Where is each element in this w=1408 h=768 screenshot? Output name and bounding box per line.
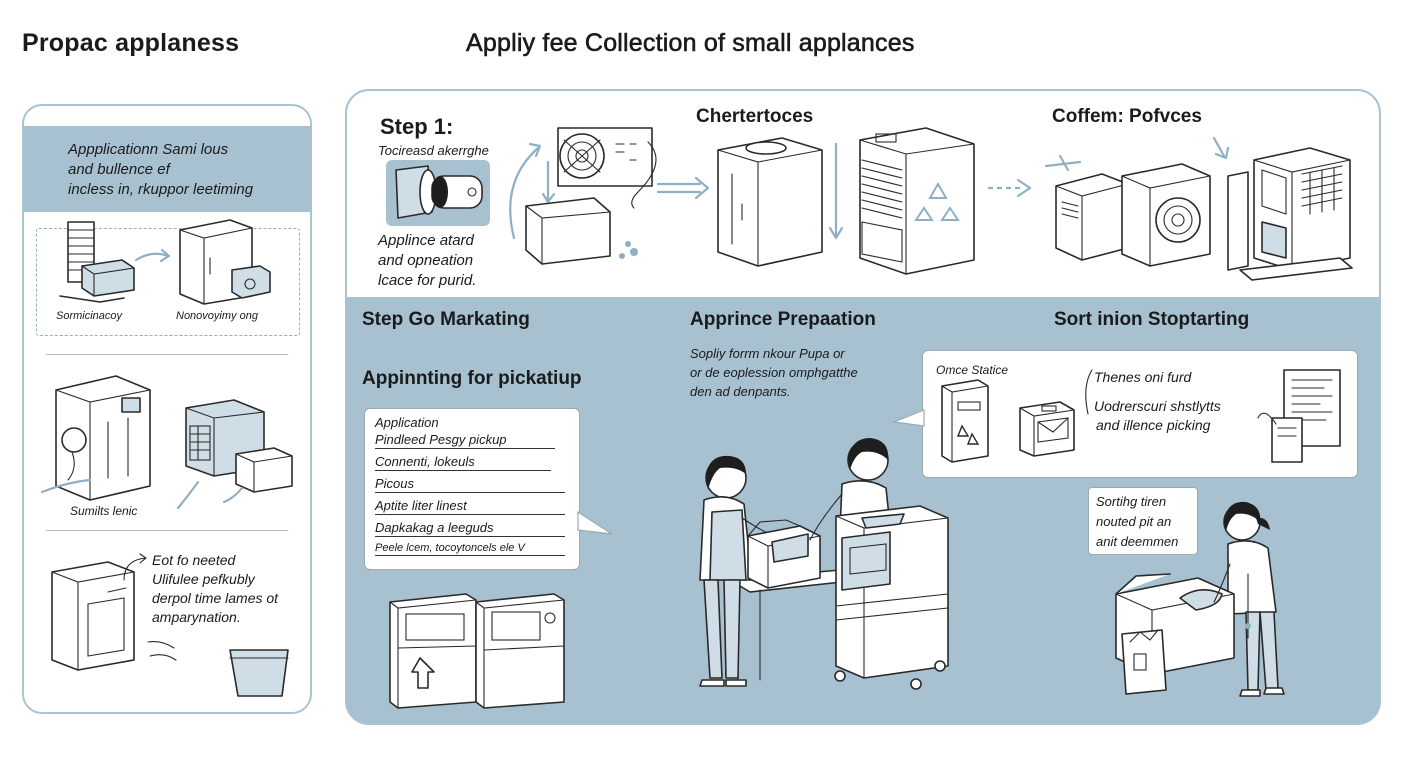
sorting-note: Sortihg tiren nouted pit an anit deemmen (1096, 492, 1178, 552)
note-line-2: Ulifulee pefkubly (152, 571, 255, 587)
sort-line-3: and illence picking (1096, 417, 1211, 433)
marketing-title: Step Go Markating (362, 309, 530, 330)
arrow-curve-icon (123, 553, 147, 581)
main-title: Appliy fee Collection of small applances (466, 29, 915, 58)
pickup-line-2: Connenti, lokeuls (375, 454, 551, 471)
motion-lines-icon (147, 641, 177, 661)
pickup-line-4: Aptite liter linest (375, 498, 565, 515)
bin-icon (229, 649, 289, 697)
recycle-bin-illustration (941, 379, 1075, 463)
person-sorting-illustration (1115, 501, 1285, 697)
washer-illustration (40, 375, 293, 510)
pickup-line-6: Peele lcem, tocoytoncels ele V (375, 542, 565, 556)
left-band-text: Appplicationn Sami lous and bullence ef … (68, 140, 308, 200)
motor-illustration (395, 165, 483, 219)
bracket-icon (1085, 369, 1093, 415)
recycling-cabinet-illustration (859, 127, 975, 275)
sorting-note-card (1088, 487, 1198, 555)
card-pointer (577, 510, 613, 535)
band-line-1: Appplicationn Sami lous (68, 141, 229, 158)
sort-label-left: Omce Statice (936, 363, 1009, 377)
divider-2 (46, 530, 288, 531)
pickup-line-5: Dapkakag a leeguds (375, 520, 565, 537)
pickup-card-heading: Application (375, 415, 439, 430)
caption-line-1: Applince atard (378, 232, 474, 249)
prep-line-3: den ad denpants. (690, 384, 791, 399)
band-line-3: incless in, rkuppor leetiming (68, 181, 254, 198)
sort-line-2: Uodrerscuri shstlytts (1094, 398, 1221, 414)
sort-line-1: Thenes oni furd (1094, 369, 1192, 385)
dashed-arrow-icon (988, 178, 1032, 198)
note-line-3: derpol time lames ot (152, 590, 279, 606)
card-pointer-left (891, 409, 925, 427)
step1-title: Step 1: (380, 114, 454, 139)
caption-line-3: lcace for purid. (378, 272, 477, 289)
left-title: Propac applaness (22, 29, 240, 57)
pickup-line-3: Picous (375, 476, 565, 493)
fan-and-box-illustration (509, 127, 657, 265)
label-a: Sormicinacoy (56, 310, 123, 322)
sort-title: Sort inion Stoptarting (1054, 309, 1250, 330)
left-panel: Appplicationn Sami lous and bullence ef … (22, 104, 312, 714)
stack-appliance-illustration (59, 221, 135, 303)
note-line-1: Eot fo neeted (152, 552, 236, 568)
band-line-2: and bullence ef (68, 161, 170, 178)
arrow-right-icon (134, 248, 171, 263)
pickup-title: Appinnting for pickatiup (362, 368, 582, 389)
mid-title: Chertertoces (696, 106, 814, 127)
arrow-up-down-icon (828, 142, 844, 240)
divider (46, 354, 288, 355)
pickup-line-1: Pindleed Pesgy pickup (375, 432, 555, 449)
label-c: Sumilts lenic (70, 504, 138, 518)
pickup-card: Application Pindleed Pesgy pickup Connen… (364, 408, 580, 570)
people-packing-illustration (699, 438, 949, 690)
prep-line-2: or de eoplession omphgatthe (690, 365, 858, 380)
prep-line-1: Sopliy forrm nkour Pupa or (690, 346, 845, 361)
note-line-4: amparynation. (152, 609, 241, 625)
step1-caption: Applince atard and opneation lcace for p… (378, 231, 476, 291)
fridge-pair-illustration (389, 593, 565, 709)
label-b: Nonovoyimy ong (176, 310, 258, 322)
step1-sub: Tocireasd akerrghe (378, 143, 489, 158)
prep-title: Apprince Prepaation (690, 309, 876, 330)
prep-text: Sopliy forrm nkour Pupa or or de eopless… (690, 344, 858, 401)
left-band (24, 126, 310, 212)
sorting-line-2: nouted pit an (1096, 514, 1172, 529)
washer-machine-illustration (717, 137, 823, 267)
sorting-line-3: anit deemmen (1096, 534, 1179, 549)
left-note: Eot fo neeted Ulifulee pefkubly derpol t… (152, 551, 278, 627)
sorting-line-1: Sortihg tiren (1096, 494, 1167, 509)
document-illustration (1257, 369, 1341, 463)
dashed-box (36, 228, 300, 336)
dryer-illustration (51, 561, 135, 671)
right-title: Coffem: Pofvces (1052, 106, 1202, 127)
appliance-group-illustration (1044, 136, 1353, 281)
caption-line-2: and opneation (378, 252, 474, 269)
cabinet-illustration (179, 219, 271, 305)
arrow-right-icon (656, 176, 710, 200)
